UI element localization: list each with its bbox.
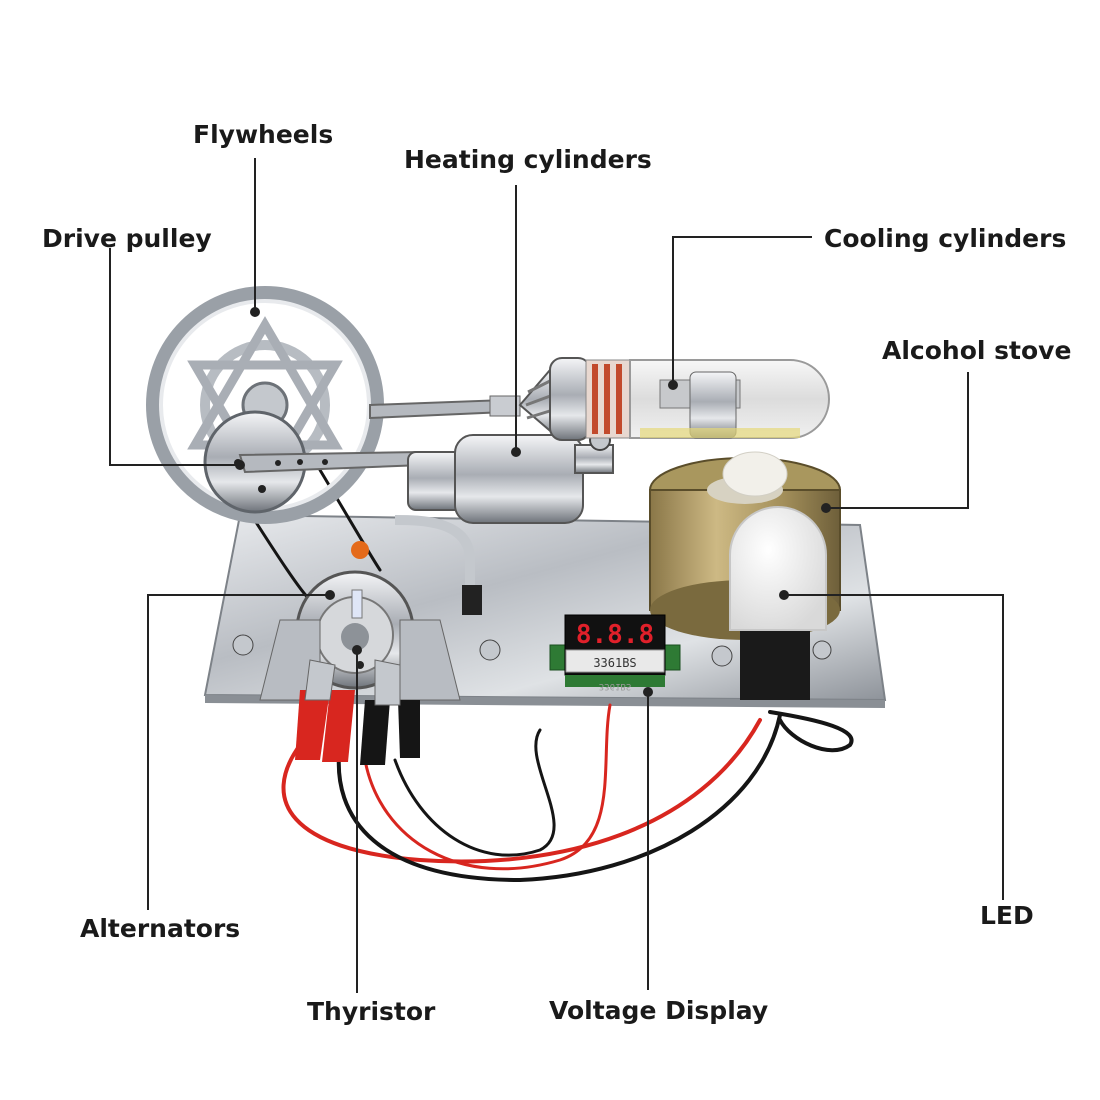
module-code-mirror: 3361BS [599,681,632,691]
label-cooling-cylinders: Cooling cylinders [824,224,1067,253]
led-lamp [711,506,832,700]
heating-cylinder [407,429,614,524]
label-drive-pulley: Drive pulley [42,224,212,253]
cooling-cylinder [518,357,830,441]
voltage-display-module: 8.8.8 3361BS 3361BS [549,614,681,691]
alligator-clips [295,659,420,765]
alcohol-stove [649,451,841,640]
label-voltage-display: Voltage Display [549,996,769,1025]
label-alcohol-stove: Alcohol stove [882,336,1072,365]
label-alternators: Alternators [80,914,241,943]
alternator [232,541,501,701]
label-heating-cylinders: Heating cylinders [404,145,652,174]
label-flywheels: Flywheels [193,120,334,149]
leader-dots [235,307,831,697]
leader-lines [109,158,1004,993]
voltage-readout: 8.8.8 [576,620,654,650]
module-code: 3361BS [593,656,636,670]
connecting-tube [394,515,482,615]
label-thyristor: Thyristor [307,997,436,1026]
label-led: LED [980,901,1034,930]
